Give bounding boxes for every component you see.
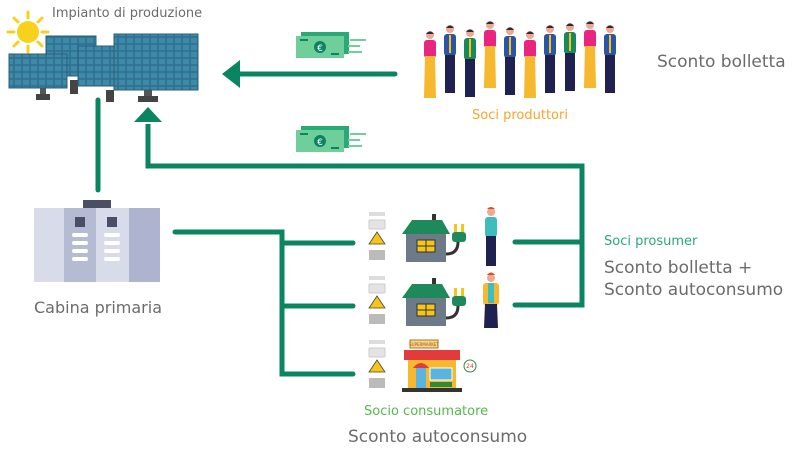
electric-meter-icon: [368, 340, 386, 388]
person-icon: [544, 25, 556, 93]
cabin-distribution-line: [172, 229, 356, 377]
prosumers-label: Soci prosumer: [604, 234, 698, 249]
person-icon: [483, 272, 499, 328]
prosumer2-connector: [512, 232, 585, 308]
person-icon: [484, 21, 496, 88]
cabin-label: Cabina primaria: [34, 298, 163, 317]
sun-icon: [6, 10, 50, 54]
euro-banknote-icon: €: [296, 32, 366, 58]
person-icon: [584, 21, 596, 88]
svg-text:€: €: [317, 44, 323, 54]
supermarket-icon: SUPERMARKET 24: [402, 339, 477, 392]
prosumers-benefit-line1: Sconto bolletta +: [604, 258, 753, 278]
consumer-label: Socio consumatore: [364, 404, 489, 419]
person-icon: [485, 207, 497, 266]
house-with-plug-icon: [402, 278, 466, 326]
prosumers-benefit-line2: Sconto autoconsumo: [604, 280, 784, 300]
arrow-up-icon: [134, 107, 162, 122]
euro-banknote-icon: €: [296, 126, 366, 152]
shop-sign: SUPERMARKET: [409, 342, 439, 347]
consumer-benefit: Sconto autoconsumo: [348, 427, 528, 447]
person-icon: [564, 23, 576, 91]
electric-meter-icon: [368, 212, 386, 260]
shop-hours: 24: [466, 363, 474, 370]
electric-meter-icon: [368, 276, 386, 324]
person-icon: [444, 25, 456, 93]
house-with-plug-icon: [402, 214, 466, 262]
producers-group: [424, 21, 616, 98]
solar-panel-icon: [8, 33, 199, 102]
person-icon: [604, 25, 616, 93]
svg-text:€: €: [317, 138, 323, 148]
person-icon: [424, 31, 436, 98]
arrow-left-icon: [222, 60, 240, 88]
producers-benefit: Sconto bolletta: [657, 52, 786, 72]
plant-label: Impianto di produzione: [52, 6, 203, 21]
producers-label: Soci produttori: [472, 108, 568, 123]
electrical-cabin-icon: [34, 200, 160, 282]
person-icon: [524, 31, 536, 98]
prosumers-to-plant-line: [145, 124, 585, 235]
person-icon: [504, 27, 516, 95]
person-icon: [464, 29, 476, 97]
